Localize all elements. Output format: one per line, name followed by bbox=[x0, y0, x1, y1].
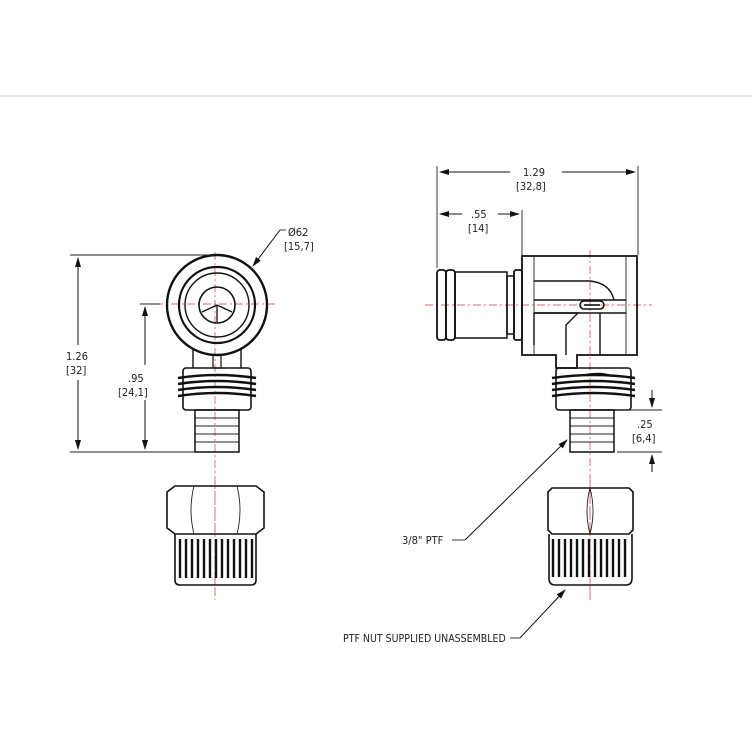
tube-length-metric: [14] bbox=[468, 222, 488, 235]
header-divider bbox=[0, 95, 752, 97]
tip-length-label: .25 bbox=[637, 418, 653, 431]
left-view bbox=[70, 229, 286, 600]
overall-height-metric: [32] bbox=[66, 364, 86, 377]
diameter-metric: [15,7] bbox=[284, 240, 314, 253]
tip-length-metric: [6,4] bbox=[632, 432, 656, 445]
thread-callout: 3/8" PTF bbox=[402, 534, 444, 547]
technical-drawing: Ø62 [15,7] 1.26 [32] .95 [24,1] bbox=[0, 97, 752, 752]
overall-width-label: 1.29 bbox=[523, 166, 545, 179]
viewer-header bbox=[0, 0, 752, 95]
nut-note-callout: PTF NUT SUPPLIED UNASSEMBLED bbox=[343, 633, 506, 645]
overall-width-metric: [32,8] bbox=[516, 180, 546, 193]
diameter-label: Ø62 bbox=[288, 226, 308, 239]
center-height-label: .95 bbox=[128, 372, 144, 385]
right-ptf-nut bbox=[547, 480, 634, 600]
overall-height-label: 1.26 bbox=[66, 350, 88, 363]
left-ptf-nut bbox=[166, 480, 265, 595]
right-view bbox=[425, 166, 662, 639]
center-height-metric: [24,1] bbox=[118, 386, 148, 399]
tube-length-label: .55 bbox=[471, 208, 487, 221]
